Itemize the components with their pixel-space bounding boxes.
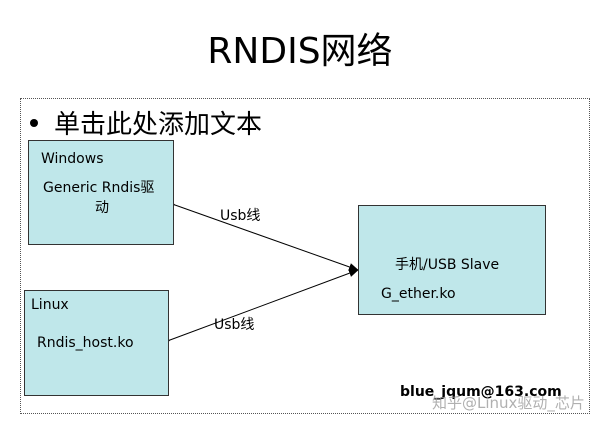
windows-driver-label-cont: 动 [95, 200, 109, 216]
bullet-text: 单击此处添加文本 [54, 110, 263, 140]
device-driver-label: G_ether.ko [381, 286, 456, 302]
windows-label: Windows [41, 151, 104, 167]
edge-label-windows-usb: Usb线 [220, 208, 261, 224]
linux-host-box[interactable]: Linux Rndis_host.ko [24, 290, 169, 396]
slide-title: RNDIS网络 [207, 31, 393, 72]
windows-driver-label: Generic Rndis驱 [43, 180, 155, 196]
watermark: 知乎@Linux驱动_芯片 [432, 394, 585, 412]
linux-driver-label: Rndis_host.ko [37, 335, 134, 351]
device-label: 手机/USB Slave [395, 257, 500, 273]
device-slave-box[interactable]: 手机/USB Slave G_ether.ko [358, 205, 546, 315]
usb-edge-linux-device [160, 269, 359, 347]
author-email: blue_jqum@163.com [400, 384, 562, 400]
edge-label-linux-usb: Usb线 [214, 317, 255, 333]
content-placeholder-frame[interactable] [20, 98, 590, 414]
windows-host-box[interactable]: Windows Generic Rndis驱 动 [28, 140, 174, 245]
bullet-placeholder[interactable]: 单击此处添加文本 [24, 104, 262, 141]
usb-edge-windows-device [165, 198, 359, 271]
linux-label: Linux [31, 297, 69, 313]
bullet-icon [30, 118, 38, 127]
